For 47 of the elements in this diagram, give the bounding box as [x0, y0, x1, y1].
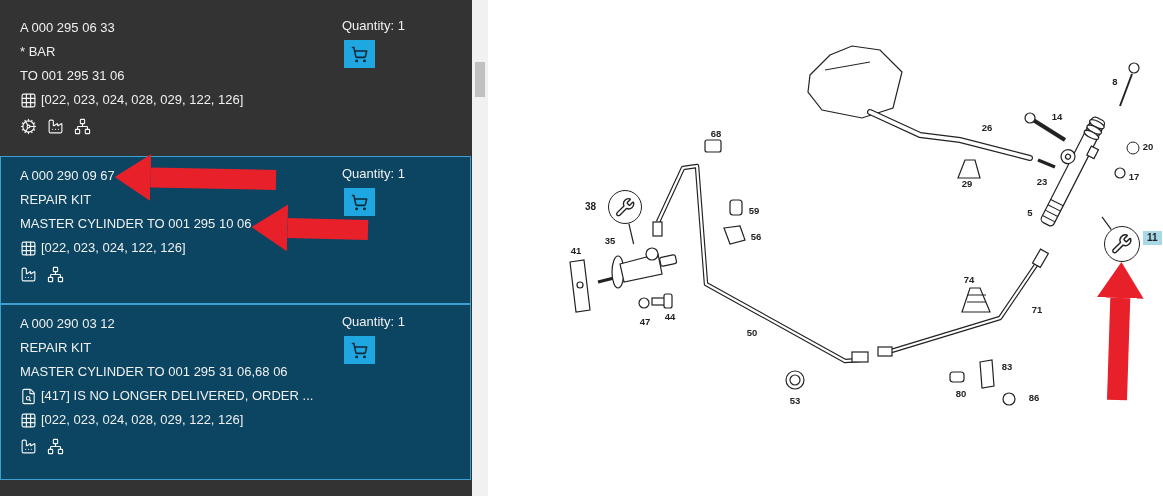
part-number: A 000 295 06 33: [20, 20, 115, 36]
part-number-label: 80: [955, 387, 967, 399]
part-name: REPAIR KIT: [20, 192, 92, 208]
part-name: REPAIR KIT: [20, 340, 92, 356]
part-number-label: 74: [963, 273, 975, 285]
leader-line: [628, 222, 635, 245]
part-number-label: 17: [1128, 170, 1140, 182]
model-list: [022, 023, 024, 122, 126]: [41, 240, 186, 256]
part-description: MASTER CYLINDER TO 001 295 31 06,68 06: [20, 364, 288, 380]
part-description: MASTER CYLINDER TO 001 295 10 06: [20, 216, 252, 232]
part-number-label: 53: [789, 394, 801, 406]
selected-part-card: [0, 304, 471, 480]
part-number-label: 23: [1036, 175, 1048, 187]
part-note: TO 001 295 31 06: [20, 68, 125, 84]
part-number-label: 26: [981, 121, 993, 133]
part-number-label: 71: [1031, 303, 1043, 315]
part-number-label: 59: [748, 204, 760, 216]
part-number-label: 14: [1051, 110, 1063, 122]
part-number-label: 83: [1001, 360, 1013, 372]
model-list: [022, 023, 024, 028, 029, 122, 126]: [41, 412, 244, 428]
callout-number: 38: [584, 200, 598, 214]
part-number-label: 68: [710, 127, 722, 139]
model-list: [022, 023, 024, 028, 029, 122, 126]: [41, 92, 244, 108]
part-number-label: 8: [1112, 75, 1118, 87]
selected-part-card: [0, 156, 471, 304]
part-number-label: 47: [639, 315, 651, 327]
part-number-label: 86: [1028, 391, 1040, 403]
highlighted-callout-number: 11: [1143, 231, 1162, 245]
part-number-label: 44: [664, 310, 676, 322]
quantity-label: Quantity: 1: [342, 314, 405, 330]
part-number-label: 41: [570, 244, 582, 256]
arrow: [1096, 262, 1144, 401]
notice-text: [417] IS NO LONGER DELIVERED, ORDER ...: [41, 388, 314, 404]
part-number-label: 5: [1027, 206, 1033, 218]
part-number: A 000 290 03 12: [20, 316, 115, 332]
quantity-label: Quantity: 1: [342, 166, 405, 182]
arrow: [251, 204, 369, 252]
part-number-label: 20: [1142, 140, 1154, 152]
part-name: * BAR: [20, 44, 56, 60]
quantity-label: Quantity: 1: [342, 18, 405, 34]
part-number-label: 35: [604, 234, 616, 246]
arrow: [114, 154, 277, 201]
part-number: A 000 290 09 67: [20, 168, 115, 184]
part-number-label: 56: [750, 230, 762, 242]
leader-line: [1101, 216, 1112, 231]
part-number-label: 29: [961, 177, 973, 189]
part-number-label: 50: [746, 326, 758, 338]
